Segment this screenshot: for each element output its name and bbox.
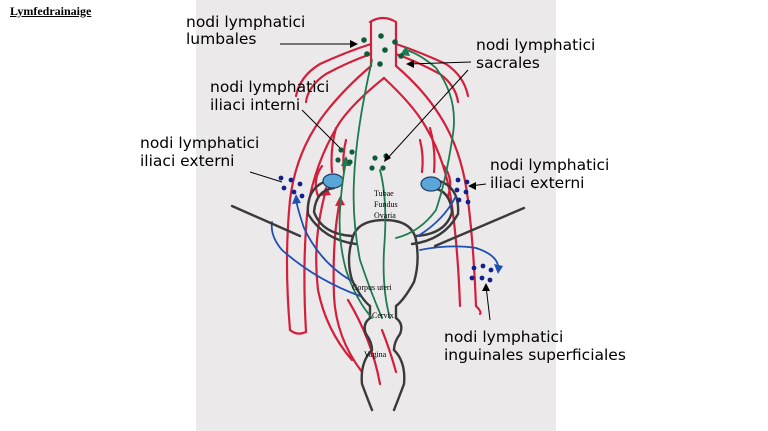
ovaries — [322, 173, 442, 192]
label-iliaci-interni-line2: iliaci interni — [210, 96, 300, 114]
pointer-lines — [249, 43, 491, 321]
blue-lymph-vessels — [270, 195, 499, 297]
lumbar-nodes — [361, 33, 404, 67]
label-iliaci-interni-line1: nodi lymphatici — [210, 78, 329, 96]
pointer-arrowheads — [350, 40, 490, 291]
pelvic-lines — [230, 204, 526, 248]
label-sacrales-line1: nodi lymphatici — [476, 36, 595, 54]
label-iliaci-externi-left-line2: iliaci externi — [140, 152, 234, 170]
slide-title: Lymfedrainaige — [10, 4, 92, 18]
organ-label-fundus: Fundus — [374, 200, 398, 209]
left-ovary — [322, 173, 344, 189]
blue-arrowheads — [292, 194, 503, 274]
label-sacrales-line2: sacrales — [476, 54, 540, 72]
organ-label-corpus: Corpus uteri — [352, 283, 393, 292]
right-ovary — [420, 176, 442, 192]
organ-label-cervix: Cervix — [372, 311, 394, 320]
organ-label-tubae: Tubae — [374, 189, 394, 198]
left-external-iliac-nodes — [278, 175, 305, 199]
label-inguinales-line2: inguinales superficiales — [444, 346, 626, 364]
label-lumbales-line2: lumbales — [186, 30, 256, 48]
green-lymph-vessels — [338, 49, 455, 319]
label-lumbales-line1: nodi lymphatici — [186, 13, 305, 31]
right-external-iliac-nodes — [454, 177, 471, 205]
organ-label-vagina: Vagina — [364, 350, 387, 359]
label-iliaci-externi-right-line2: iliaci externi — [490, 174, 584, 192]
label-iliaci-externi-right-line1: nodi lymphatici — [490, 156, 609, 174]
label-inguinales-line1: nodi lymphatici — [444, 328, 563, 346]
sacral-nodes — [369, 153, 389, 171]
green-arrowheads — [341, 46, 410, 166]
label-iliaci-externi-left-line1: nodi lymphatici — [140, 134, 259, 152]
internal-iliac-nodes — [335, 147, 355, 165]
inguinal-nodes — [469, 263, 494, 283]
organ-label-ovaria: Ovaria — [374, 211, 396, 220]
